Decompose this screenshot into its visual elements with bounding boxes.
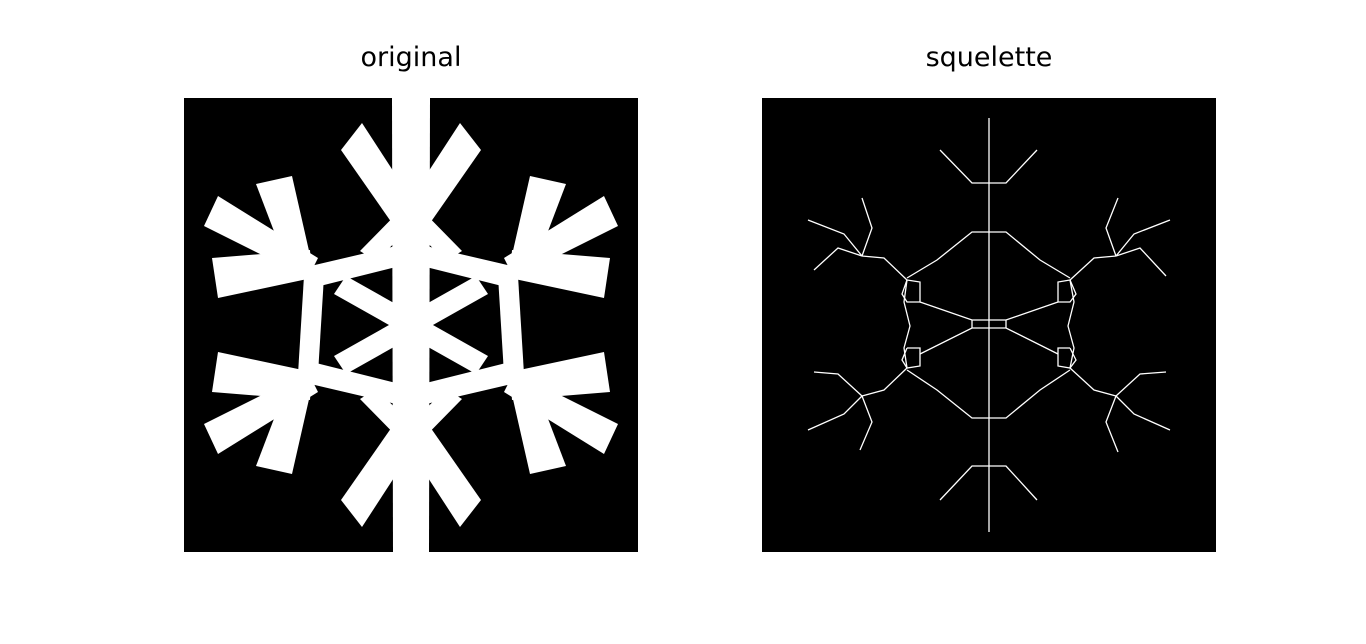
original-title: original xyxy=(360,42,462,73)
original-image xyxy=(184,98,638,552)
skeleton-lines xyxy=(762,98,1216,552)
skeleton-title: squelette xyxy=(925,42,1053,73)
skeleton-image xyxy=(762,98,1216,552)
snowflake-shape xyxy=(184,98,638,552)
